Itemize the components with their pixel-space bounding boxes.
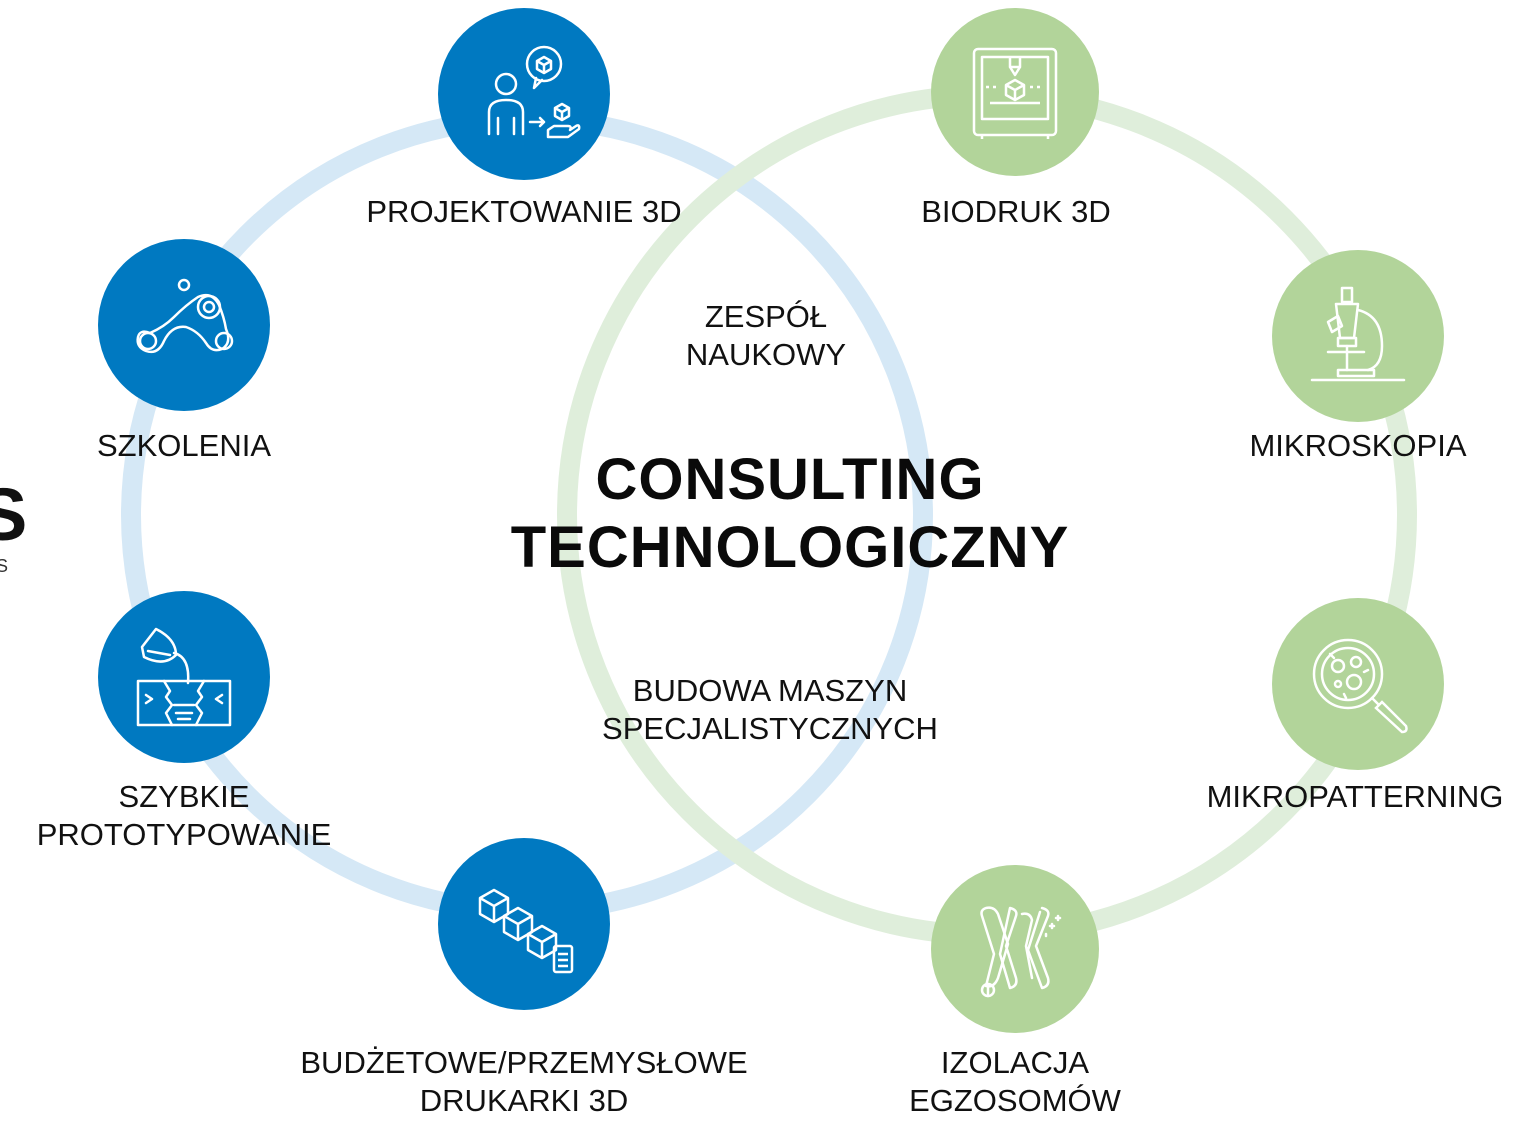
molecule-icon bbox=[136, 278, 234, 354]
inner-label-budowa: BUDOWA MASZYN SPECJALISTYCZNYCH bbox=[570, 672, 970, 748]
label-mikropatterning: MIKROPATTERNING bbox=[1206, 779, 1504, 814]
label-szkolenia: SZKOLENIA bbox=[97, 428, 271, 463]
node-szkolenia bbox=[98, 239, 270, 411]
label-drukarki-line2: DRUKARKI 3D bbox=[419, 1083, 629, 1118]
mold-casting-icon bbox=[136, 627, 232, 727]
designer-cube-icon bbox=[487, 45, 581, 139]
inner-label-budowa-line1: BUDOWA MASZYN bbox=[632, 673, 908, 708]
node-egzosomy bbox=[931, 865, 1099, 1033]
microscope-icon bbox=[1310, 286, 1406, 382]
node-projektowanie bbox=[438, 8, 610, 180]
partial-logo-mark: S bbox=[0, 473, 28, 556]
label-egzosomy: IZOLACJA EGZOSOMÓW bbox=[870, 1044, 1160, 1120]
label-szybkie: SZYBKIE PROTOTYPOWANIE bbox=[14, 778, 354, 854]
label-drukarki: BUDŻETOWE/PRZEMYSŁOWE DRUKARKI 3D bbox=[234, 1044, 814, 1120]
inner-label-budowa-line2: SPECJALISTYCZNYCH bbox=[602, 711, 938, 746]
node-szybkie bbox=[98, 591, 270, 763]
label-drukarki-line1: BUDŻETOWE/PRZEMYSŁOWE bbox=[300, 1045, 748, 1080]
label-biodruk: BIODRUK 3D bbox=[921, 194, 1111, 229]
partial-logo-subtext: S bbox=[0, 556, 9, 576]
chromosome-icon bbox=[980, 906, 1062, 998]
label-szybkie-line2: PROTOTYPOWANIE bbox=[36, 817, 332, 852]
center-title: CONSULTING TECHNOLOGICZNY bbox=[470, 446, 1110, 582]
magnifier-cells-icon bbox=[1312, 638, 1408, 734]
inner-label-zespol-line1: ZESPÓŁ bbox=[704, 299, 828, 334]
label-projektowanie: PROJEKTOWANIE 3D bbox=[366, 194, 682, 229]
label-egzosomy-line2: EGZOSOMÓW bbox=[909, 1083, 1121, 1118]
inner-label-zespol: ZESPÓŁ NAUKOWY bbox=[626, 298, 906, 374]
printer-3d-icon bbox=[972, 47, 1058, 139]
center-title-line1: CONSULTING bbox=[595, 447, 985, 512]
inner-label-zespol-line2: NAUKOWY bbox=[685, 337, 847, 372]
node-mikropatterning bbox=[1272, 598, 1444, 770]
label-szybkie-line1: SZYBKIE bbox=[118, 779, 250, 814]
node-mikroskopia bbox=[1272, 250, 1444, 422]
center-title-line2: TECHNOLOGICZNY bbox=[510, 515, 1070, 580]
label-mikroskopia: MIKROSKOPIA bbox=[1249, 428, 1467, 463]
node-drukarki bbox=[438, 838, 610, 1010]
label-egzosomy-line1: IZOLACJA bbox=[940, 1045, 1090, 1080]
node-biodruk bbox=[931, 8, 1099, 176]
boxes-checklist-icon bbox=[478, 888, 574, 974]
